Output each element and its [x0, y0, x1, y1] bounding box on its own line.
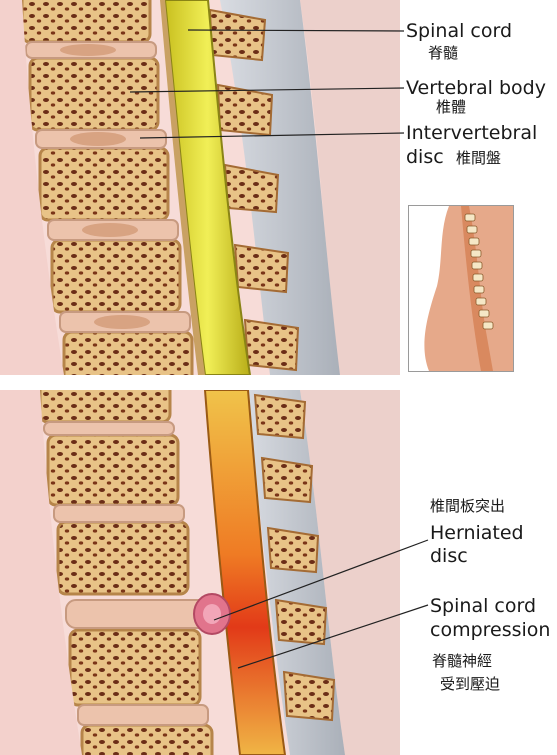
- back-figure-drawing: [409, 206, 513, 371]
- spinous-process: [284, 672, 334, 720]
- spinous-process: [255, 395, 305, 438]
- spinous-process: [262, 458, 312, 502]
- vertebral-body: [30, 58, 158, 130]
- intervertebral-disc: [44, 422, 174, 435]
- vertebral-body: [52, 240, 180, 312]
- vertebral-body-label: Vertebral body: [406, 77, 546, 99]
- intervertebral-disc: [78, 705, 208, 725]
- vertebral-body: [82, 725, 212, 755]
- herniated-disc-label-2: disc: [430, 545, 468, 567]
- spinous-process: [276, 600, 326, 644]
- intervertebral-disc-label-2: disc: [406, 146, 444, 168]
- spinal-cord-compression-label-2: compression: [430, 619, 550, 641]
- spinous-process: [268, 528, 318, 572]
- intervertebral-disc: [54, 505, 184, 522]
- herniated-spine-illustration: [0, 390, 400, 755]
- spinous-process: [245, 320, 298, 370]
- spinal-cord-compression-label: Spinal cord: [430, 595, 536, 617]
- normal-spine-illustration: [0, 0, 400, 375]
- intervertebral-disc-label: Intervertebral: [406, 122, 537, 144]
- vertebral-body: [48, 435, 178, 505]
- spinal-cord-compression-label-zh: 脊髓神經: [432, 652, 492, 670]
- spinous-process: [218, 85, 272, 135]
- spinal-cord-label-zh: 脊髓: [428, 44, 458, 62]
- spinous-process: [210, 10, 265, 60]
- vertebral-body: [58, 522, 188, 594]
- intervertebral-disc-label-zh: 椎間盤: [456, 149, 501, 167]
- vertebral-body-label-zh: 椎體: [436, 98, 466, 116]
- herniated-disc-label-zh: 椎間板突出: [430, 497, 505, 515]
- vertebral-body: [22, 0, 150, 42]
- spinal-cord-compression-label-zh-2: 受到壓迫: [440, 675, 500, 693]
- body-silhouette-inset: [408, 205, 514, 372]
- vertebral-body: [70, 630, 200, 705]
- normal-spine-drawing: [0, 0, 400, 375]
- spinal-cord-label: Spinal cord: [406, 20, 512, 42]
- vertebral-body: [40, 390, 170, 422]
- vertebral-body: [40, 148, 168, 220]
- herniated-disc-label: Herniated: [430, 522, 524, 544]
- herniated-spine-drawing: [0, 390, 400, 755]
- spinous-process: [235, 245, 288, 292]
- vertebral-body: [64, 332, 192, 375]
